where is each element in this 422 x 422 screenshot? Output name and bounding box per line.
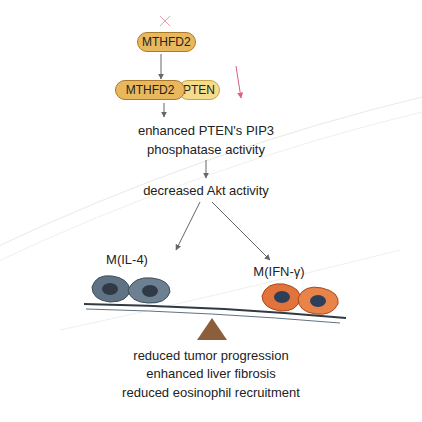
protein-name: MTHFD2 bbox=[122, 83, 179, 97]
annotation-text: enhanced liver fibrosis bbox=[71, 364, 351, 383]
protein-name: MTHFD2 bbox=[138, 35, 195, 49]
balance-fulcrum bbox=[197, 318, 227, 340]
background-arc bbox=[60, 250, 400, 330]
flow-arrow bbox=[161, 54, 162, 79]
annotation-text: M(IFN-γ) bbox=[234, 262, 324, 281]
flow-arrow bbox=[212, 202, 270, 260]
flow-arrow bbox=[176, 202, 200, 250]
background-arc bbox=[0, 110, 422, 265]
decrease-arrow bbox=[236, 66, 241, 98]
protein-pill: MTHFD2 bbox=[137, 32, 196, 52]
macrophage-cells-il4 bbox=[92, 276, 170, 303]
macrophage-cells-ifng bbox=[262, 284, 338, 315]
annotation-text: reduced tumor progression bbox=[71, 346, 351, 365]
annotation-text: decreased Akt activity bbox=[106, 181, 306, 200]
annotation-text: M(IL-4) bbox=[82, 250, 172, 269]
cross-mark bbox=[160, 16, 170, 26]
annotation-text: enhanced PTEN's PIP3 phosphatase activit… bbox=[119, 121, 294, 159]
annotation-text: reduced eosinophil recruitment bbox=[71, 383, 351, 402]
flow-arrow bbox=[164, 103, 165, 117]
background-arc bbox=[0, 95, 422, 250]
balance-beam bbox=[84, 304, 346, 318]
protein-name: PTEN bbox=[179, 83, 219, 97]
protein-pill: MTHFD2 bbox=[115, 80, 185, 100]
flow-arrow bbox=[206, 160, 207, 178]
